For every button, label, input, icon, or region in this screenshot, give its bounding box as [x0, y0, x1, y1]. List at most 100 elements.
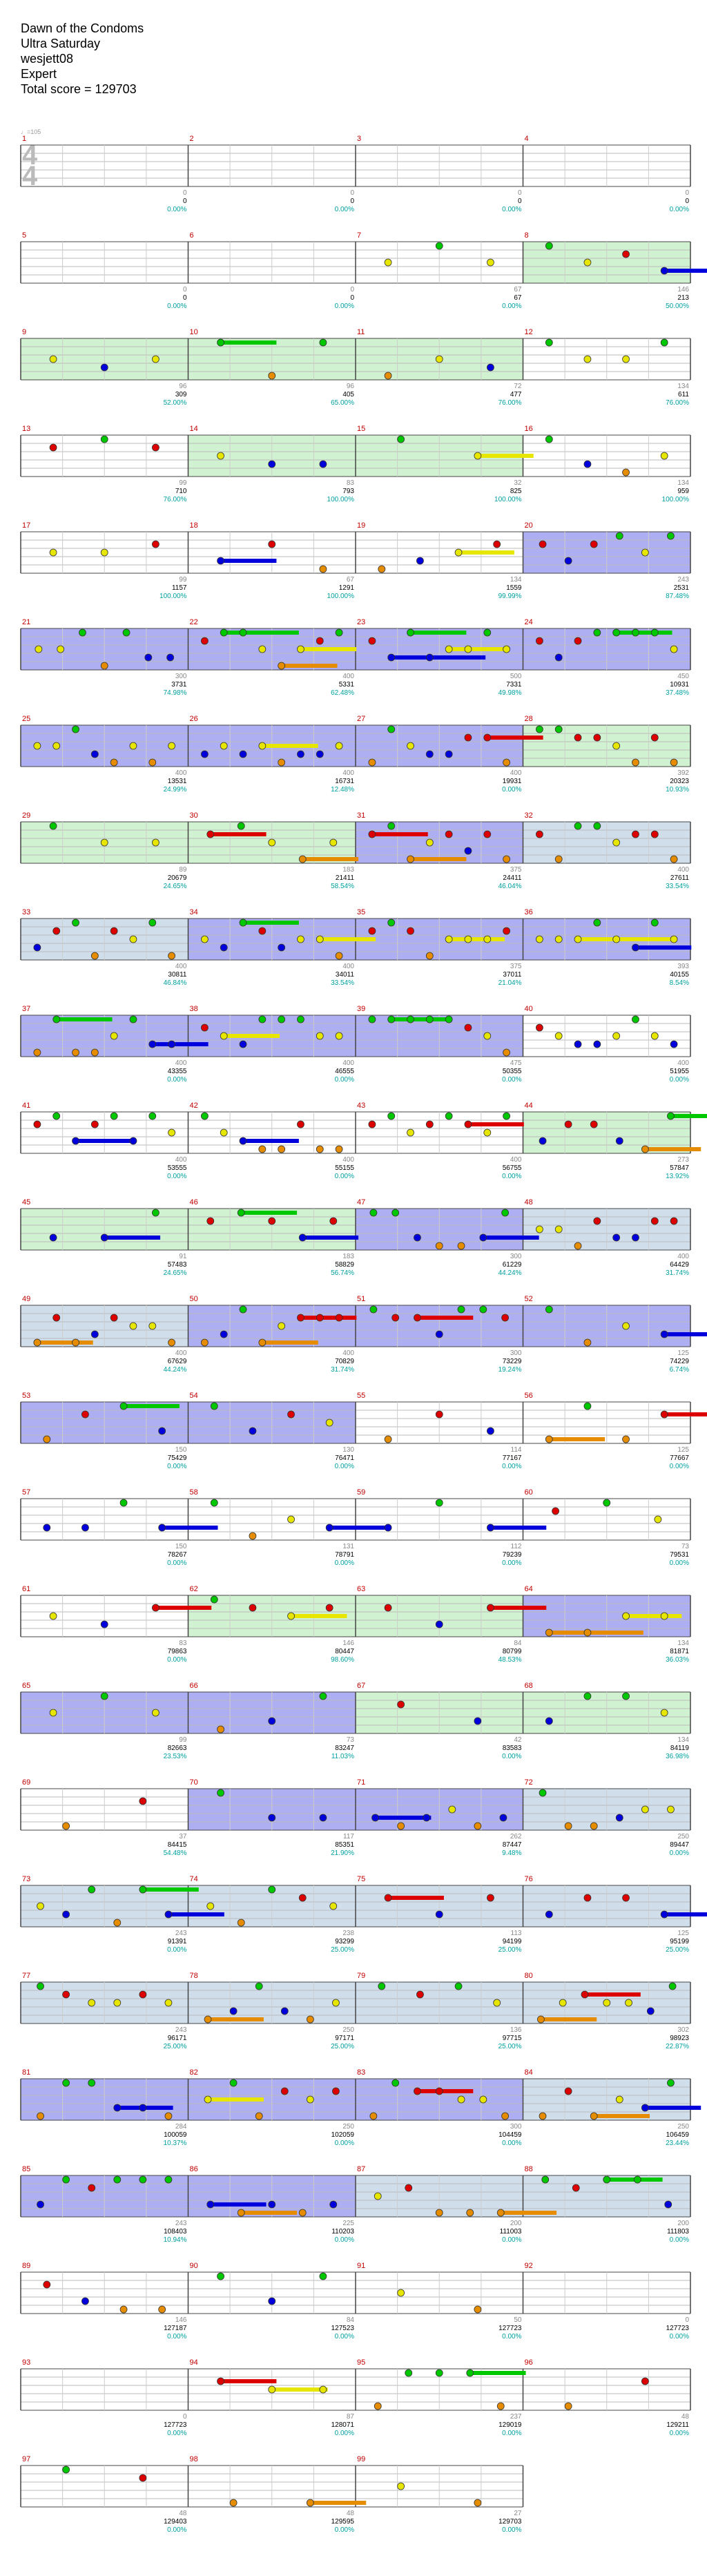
measure-score: 75429 [168, 1454, 187, 1462]
note [268, 1717, 276, 1725]
measure-score: 78791 [335, 1551, 354, 1559]
note [572, 2184, 580, 2192]
measure-number: 10 [190, 328, 198, 336]
note [539, 1789, 547, 1797]
measure-max: 250 [342, 2123, 354, 2131]
measure-score: 127723 [498, 2325, 522, 2332]
measure-max: 200 [510, 2220, 522, 2227]
note [49, 822, 57, 830]
note [583, 1338, 592, 1347]
measure-number: 74 [190, 1875, 198, 1883]
note [435, 1330, 443, 1338]
sustain-note [490, 1526, 547, 1530]
note [574, 1242, 582, 1250]
note [384, 1894, 392, 1902]
note [139, 1885, 147, 1894]
measure-score: 2531 [674, 584, 690, 592]
measure-number: 33 [22, 908, 30, 916]
measure-number: 16 [525, 425, 533, 433]
measure-number: 86 [190, 2165, 198, 2173]
note [501, 1314, 510, 1322]
note [622, 1435, 630, 1443]
sustain-note [302, 1236, 359, 1240]
note [414, 1233, 421, 1242]
note [319, 2385, 327, 2394]
note [664, 2200, 672, 2209]
note [641, 548, 649, 557]
measure-score: 1157 [172, 584, 187, 592]
note [110, 1112, 118, 1120]
measure-number: 21 [22, 618, 30, 626]
measure-percent: 76.00% [164, 496, 187, 503]
note [387, 919, 396, 927]
note [374, 2402, 382, 2410]
measure-score: 34011 [336, 971, 355, 979]
note [258, 1145, 267, 1153]
measure-score: 611 [678, 391, 689, 398]
note [487, 1604, 494, 1612]
note [539, 1137, 547, 1145]
note [268, 1217, 276, 1225]
measure-number: 11 [357, 328, 365, 336]
note [445, 1112, 453, 1120]
note [220, 1032, 228, 1040]
sustain-note [429, 655, 486, 660]
measure-max: 113 [511, 1930, 522, 1937]
measure-max: 134 [677, 1736, 689, 1744]
note [201, 935, 209, 943]
measure-number: 76 [525, 1875, 533, 1883]
measure-max: 393 [677, 963, 689, 970]
note [503, 645, 510, 653]
note [237, 2209, 245, 2217]
measure-number: 28 [525, 715, 533, 723]
sustain-note [300, 647, 357, 651]
note [52, 1314, 61, 1322]
measure-score: 0 [350, 198, 354, 205]
measure-max: 300 [510, 2123, 522, 2131]
note [119, 1499, 128, 1507]
note [536, 725, 543, 733]
note [220, 1128, 228, 1137]
measure-number: 20 [525, 521, 533, 530]
note [590, 2112, 598, 2120]
staff-row [20, 2465, 524, 2508]
measure-score: 0 [518, 198, 522, 205]
note [258, 1338, 267, 1347]
note [668, 1982, 677, 1990]
measure-score: 98923 [670, 2035, 689, 2042]
measure-number: 9 [22, 328, 26, 336]
note [249, 1427, 257, 1435]
measure-max: 96 [347, 383, 355, 390]
note [593, 822, 601, 830]
note [57, 645, 65, 653]
note [268, 1814, 276, 1822]
note [641, 2377, 649, 2385]
measure-number: 95 [357, 2358, 365, 2367]
note [206, 2200, 215, 2209]
staff-row [20, 144, 691, 187]
measure-number: 26 [190, 715, 198, 723]
sustain-note [469, 2371, 526, 2375]
measure-max: 400 [342, 1059, 354, 1067]
note [536, 1023, 543, 1032]
note [536, 637, 543, 645]
measure-score: 21411 [336, 874, 355, 882]
note [483, 1032, 492, 1040]
staff-row [20, 2175, 691, 2218]
measure-percent: 0.00% [167, 1656, 186, 1664]
note [536, 830, 543, 838]
measure-percent: 54.48% [164, 1849, 187, 1857]
note [49, 548, 57, 557]
note [387, 822, 396, 830]
note [88, 2184, 96, 2192]
note [541, 2175, 550, 2184]
sustain-note [584, 1992, 641, 1997]
measure-max: 72 [514, 383, 522, 390]
note [319, 460, 327, 468]
note [110, 927, 118, 935]
measure-max: 87 [347, 2413, 355, 2421]
note [152, 1604, 159, 1612]
note [554, 653, 563, 662]
note [152, 1209, 159, 1217]
note [62, 2079, 70, 2087]
